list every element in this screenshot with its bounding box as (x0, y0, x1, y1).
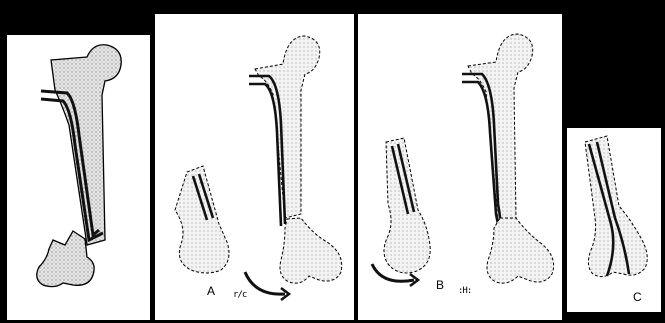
panel-label-c: C (633, 290, 642, 304)
femur-b-illustration (358, 14, 562, 320)
panel-mark-a: r/c (233, 290, 246, 300)
femur-original-illustration (7, 35, 150, 320)
panel-a: A r/c (155, 14, 354, 320)
panel-c: C (567, 128, 661, 312)
panel-mark-b: :H: (458, 286, 471, 296)
panel-label-b: B (436, 278, 444, 292)
femur-a-illustration (155, 14, 354, 320)
distal-fragment (37, 231, 94, 287)
panel-original (7, 35, 150, 320)
panel-b: B :H: (358, 14, 562, 320)
panel-label-a: A (207, 284, 215, 298)
femur-c-illustration (567, 128, 661, 312)
